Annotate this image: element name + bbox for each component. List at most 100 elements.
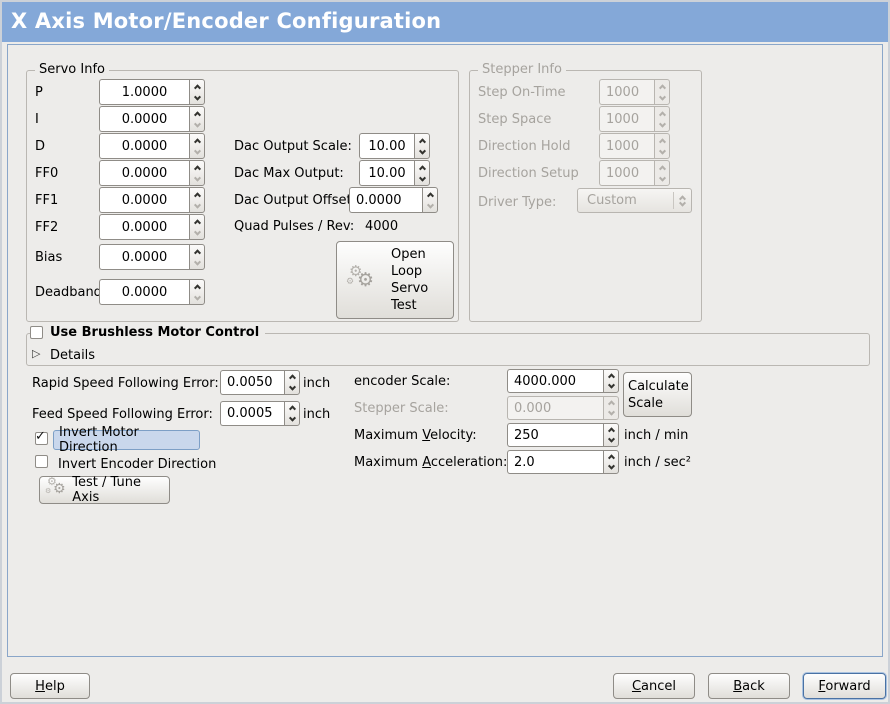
spin-down-button[interactable] [190, 200, 204, 212]
use-brushless-checkbox[interactable] [30, 326, 43, 339]
i-label: I [35, 112, 39, 127]
invert-motor-label-highlight[interactable]: Invert Motor Direction [53, 425, 200, 455]
spin-down-button [655, 92, 669, 104]
direction-setup-label: Direction Setup [478, 166, 579, 181]
spin-down-button[interactable] [604, 381, 618, 392]
i-spinbox[interactable] [99, 106, 205, 132]
spin-down-button[interactable] [190, 173, 204, 185]
feed-following-error-input[interactable] [220, 401, 284, 426]
max-velocity-input[interactable] [507, 423, 603, 447]
spin-down-button[interactable] [415, 146, 429, 158]
spin-down-button[interactable] [604, 462, 618, 473]
spin-up-button[interactable] [604, 451, 618, 462]
details-expander-label[interactable]: Details [50, 348, 96, 363]
spin-down-button[interactable] [190, 292, 204, 304]
bias-input[interactable] [99, 244, 189, 270]
expander-arrow-icon[interactable]: ▷ [32, 347, 41, 360]
spin-down-button[interactable] [423, 200, 437, 212]
max-acceleration-input[interactable] [507, 450, 603, 474]
title-bar: X Axis Motor/Encoder Configuration [2, 2, 888, 42]
stepper-scale-label: Stepper Scale: [354, 401, 449, 416]
deadband-spinbox[interactable] [99, 279, 205, 305]
spin-up-button[interactable] [423, 188, 437, 200]
driver-type-label: Driver Type: [478, 195, 557, 210]
cancel-button[interactable]: Cancel [613, 673, 695, 699]
ff0-label: FF0 [35, 166, 59, 181]
invert-encoder-label[interactable]: Invert Encoder Direction [58, 457, 217, 472]
spin-up-button[interactable] [190, 215, 204, 227]
test-tune-axis-button[interactable]: ⚙ ⚙ ⚙ Test / Tune Axis [39, 475, 170, 505]
dac-max-output-spinbox[interactable] [359, 160, 430, 186]
rapid-following-error-spinbox[interactable] [220, 370, 300, 395]
direction-setup-input [599, 160, 654, 186]
spin-down-button[interactable] [190, 119, 204, 131]
d-input[interactable] [99, 133, 189, 159]
dac-output-scale-spinbox[interactable] [359, 133, 430, 159]
open-loop-servo-test-button[interactable]: ⚙ ⚙ ⚙ Open Loop Servo Test [336, 241, 454, 319]
check-mark-icon: ✓ [35, 429, 46, 444]
spin-up-button [655, 107, 669, 119]
dac-output-offset-spinbox[interactable] [349, 187, 438, 213]
spin-up-button[interactable] [190, 80, 204, 92]
dac-output-offset-input[interactable] [349, 187, 422, 213]
spin-down-button[interactable] [190, 227, 204, 239]
spin-up-button[interactable] [415, 161, 429, 173]
spin-up-button[interactable] [604, 370, 618, 381]
help-button[interactable]: Help [10, 673, 90, 699]
bias-spinbox[interactable] [99, 244, 205, 270]
encoder-scale-label: encoder Scale: [354, 374, 451, 389]
ff0-spinbox[interactable] [99, 160, 205, 186]
ff0-input[interactable] [99, 160, 189, 186]
dac-output-scale-input[interactable] [359, 133, 414, 159]
back-button[interactable]: Back [708, 673, 790, 699]
forward-button[interactable]: Forward [803, 673, 886, 699]
calculate-scale-button[interactable]: Calculate Scale [623, 372, 692, 417]
spin-up-button[interactable] [604, 424, 618, 435]
invert-motor-checkbox[interactable]: ✓ [35, 429, 48, 445]
stepper-info-legend: Stepper Info [478, 62, 566, 77]
spin-up-button[interactable] [190, 280, 204, 292]
encoder-scale-input[interactable] [507, 369, 603, 393]
spin-down-button[interactable] [285, 414, 299, 426]
spin-up-button[interactable] [285, 371, 299, 383]
spin-up-button[interactable] [285, 402, 299, 414]
max-velocity-spinbox[interactable] [507, 423, 619, 447]
stepper-scale-spinbox [507, 396, 619, 420]
rapid-following-error-input[interactable] [220, 370, 284, 395]
encoder-scale-spinbox[interactable] [507, 369, 619, 393]
driver-type-value: Custom [587, 193, 637, 208]
spin-up-button[interactable] [190, 188, 204, 200]
spin-up-button[interactable] [190, 161, 204, 173]
spin-down-button[interactable] [415, 173, 429, 185]
spin-down-button[interactable] [190, 257, 204, 269]
max-acceleration-spinbox[interactable] [507, 450, 619, 474]
step-space-input [599, 106, 654, 132]
quad-pulses-label: Quad Pulses / Rev: [234, 219, 355, 234]
spin-down-button[interactable] [285, 383, 299, 395]
ff1-spinbox[interactable] [99, 187, 205, 213]
p-input[interactable] [99, 79, 189, 105]
max-acceleration-label: Maximum Acceleration: [354, 455, 508, 470]
ff2-spinbox[interactable] [99, 214, 205, 240]
feed-following-error-spinbox[interactable] [220, 401, 300, 426]
spin-up-button[interactable] [190, 134, 204, 146]
ff1-input[interactable] [99, 187, 189, 213]
ff2-input[interactable] [99, 214, 189, 240]
invert-encoder-checkbox[interactable] [35, 455, 48, 468]
quad-pulses-value: 4000 [365, 219, 399, 234]
spin-up-button[interactable] [190, 245, 204, 257]
help-button-label: Help [35, 678, 65, 694]
spin-up-button[interactable] [190, 107, 204, 119]
dac-max-output-input[interactable] [359, 160, 414, 186]
spin-up-button[interactable] [415, 134, 429, 146]
spin-down-button[interactable] [190, 146, 204, 158]
deadband-input[interactable] [99, 279, 189, 305]
p-spinbox[interactable] [99, 79, 205, 105]
max-acceleration-unit: inch / sec² [624, 455, 692, 470]
gears-icon: ⚙ ⚙ ⚙ [346, 262, 375, 291]
spin-down-button[interactable] [604, 435, 618, 446]
spin-down-button[interactable] [190, 92, 204, 104]
servo-info-frame: Servo Info [26, 62, 459, 322]
i-input[interactable] [99, 106, 189, 132]
d-spinbox[interactable] [99, 133, 205, 159]
